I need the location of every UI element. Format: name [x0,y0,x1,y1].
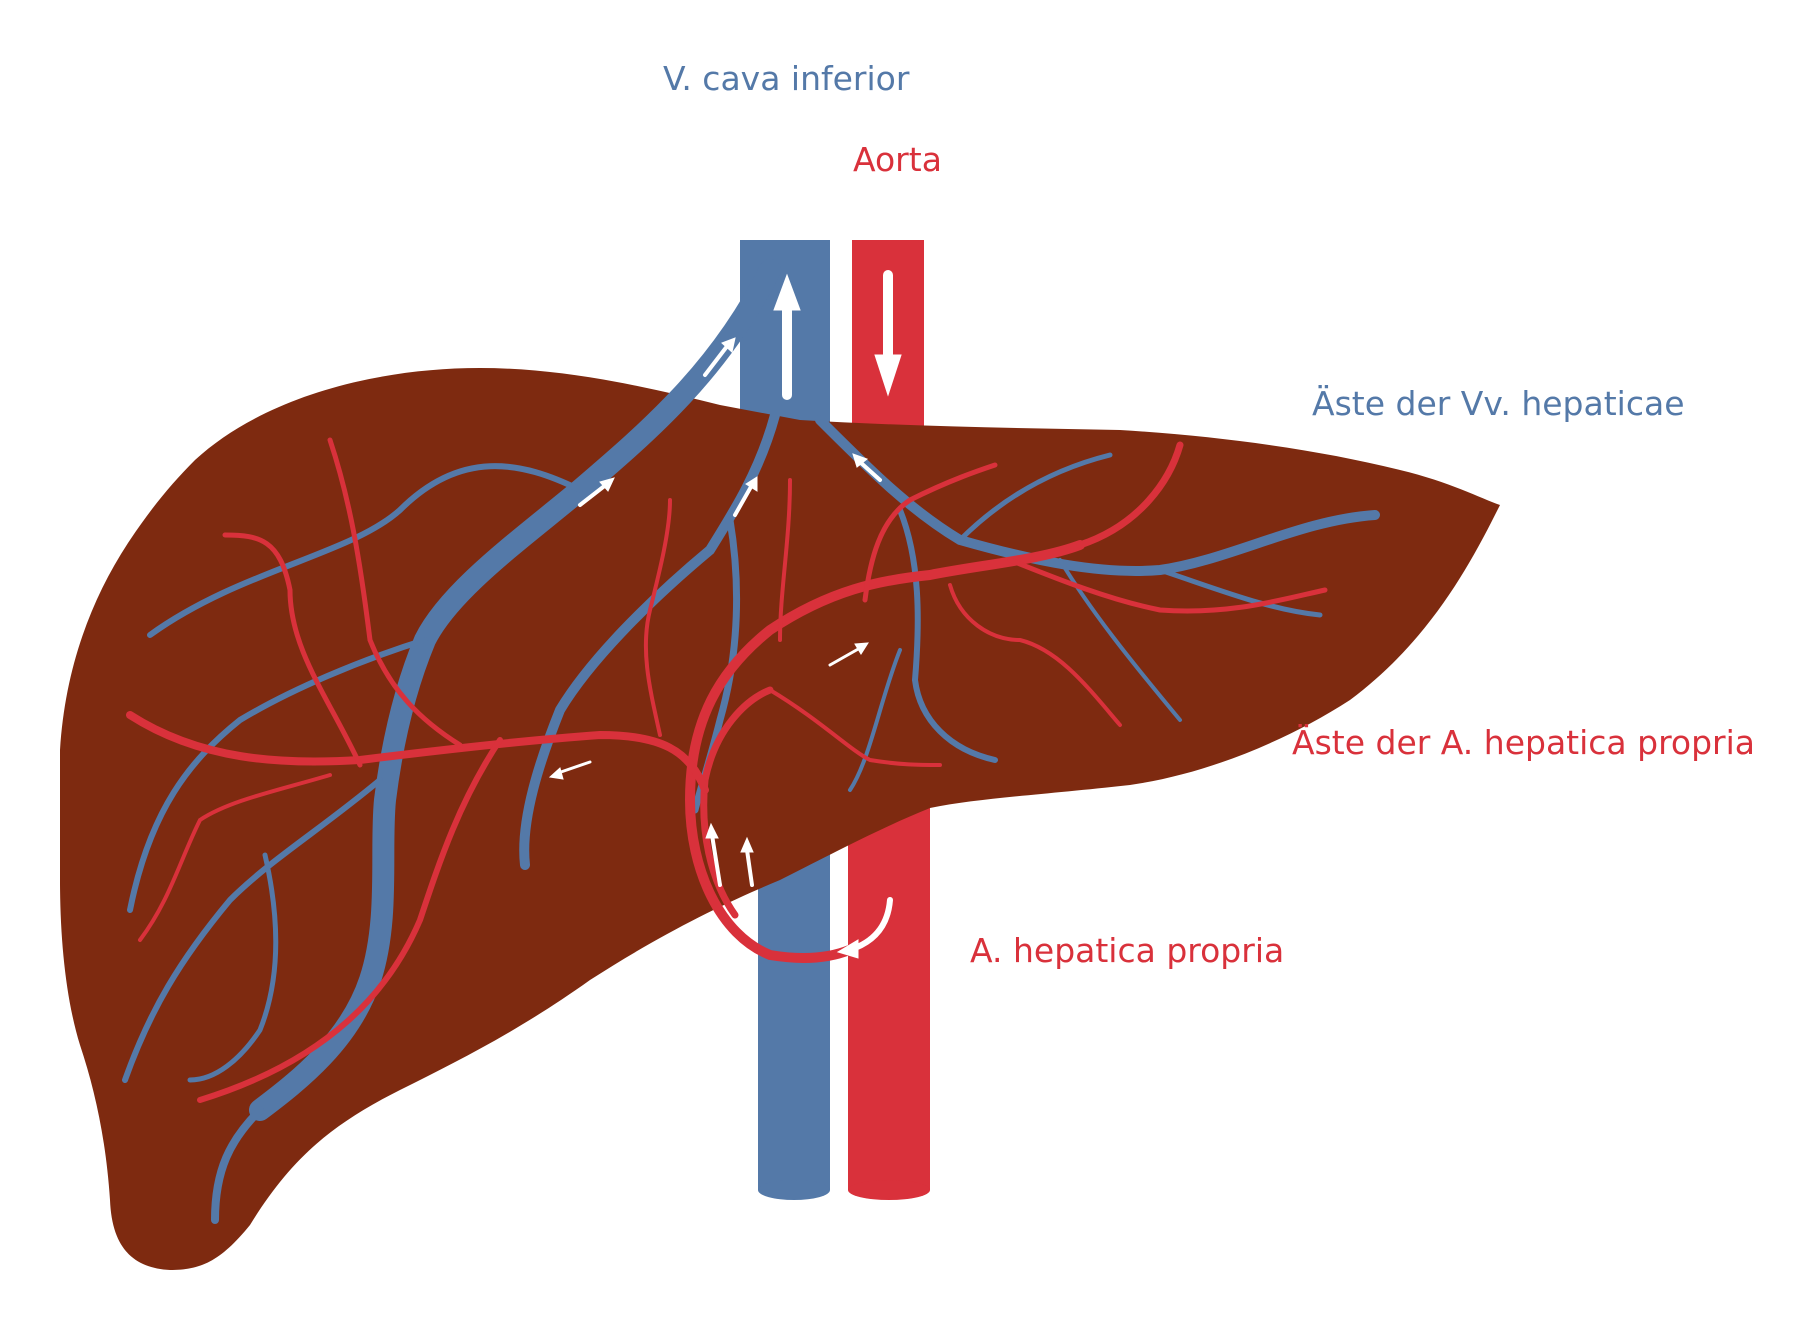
arrow-artery-loop-1 [710,833,722,887]
hepatic-artery-branches [126,437,1328,1103]
arrow-vein-left-mid [578,482,609,507]
arrow-vein-left-trunk [703,343,730,377]
vein-right-loop [1157,567,1323,618]
arrow-artery-loop-2 [745,848,754,887]
arrowhead-9 [836,939,859,959]
arrowhead-6 [548,767,564,780]
arrow-artery-right [828,646,862,667]
artery-right-down [948,583,1122,727]
vein-right-trunk [815,415,1380,576]
liver [60,368,1500,1270]
vein-left-fine [187,852,279,1083]
vena-cava-end [758,1180,830,1200]
artery-center-up [643,498,672,737]
arrowhead-4 [852,453,869,468]
artery-left-descend [197,737,503,1103]
artery-right-upper [1076,441,1184,549]
label-vena-cava: V. cava inferior [663,59,910,98]
arrowhead-8 [740,836,754,853]
aorta-lower [848,770,930,1190]
arrowhead-3 [745,476,758,492]
vein-left-mid [127,637,428,913]
artery-left-top [327,437,463,748]
vein-right-mid [1058,558,1182,722]
artery-left-main [126,711,709,794]
hepatic-vein-branches [122,259,1380,1224]
vein-middle-trunk [519,410,780,870]
vein-left-trunk [249,259,781,1121]
arrow-vein-right [858,460,882,482]
arrow-hepatica-curve [852,897,893,951]
vein-mid-fine [848,648,902,792]
label-hepatic-veins: Äste der Vv. hepaticae [1312,384,1685,423]
arrowhead-1 [721,337,736,353]
vein-left-low [122,777,383,1083]
arrowhead-vena-cava [773,273,801,311]
arrowhead-2 [599,477,615,492]
flow-arrows [548,270,902,959]
artery-left-side [138,773,332,942]
arrowhead-5 [854,642,869,655]
artery-main-loop [684,540,1085,963]
vein-upper-left [147,463,583,638]
artery-right-long [1007,557,1328,614]
arrowhead-7 [705,822,719,839]
artery-mid-down [768,688,942,767]
label-hepatic-artery: A. hepatica propria [970,931,1285,970]
vein-left-distal [211,1106,264,1224]
aorta-end [848,1180,930,1200]
vein-right-lower [897,507,998,763]
artery-left-upper [222,532,363,768]
arrow-vein-middle [733,483,754,517]
vein-right-upper [957,452,1113,543]
label-aorta: Aorta [853,140,942,179]
arrowhead-aorta [874,354,902,397]
artery-center-up2 [778,478,792,642]
artery-right-hook [862,462,998,603]
label-artery-branches: Äste der A. hepatica propria [1292,723,1756,762]
arrow-artery-left [556,760,592,775]
